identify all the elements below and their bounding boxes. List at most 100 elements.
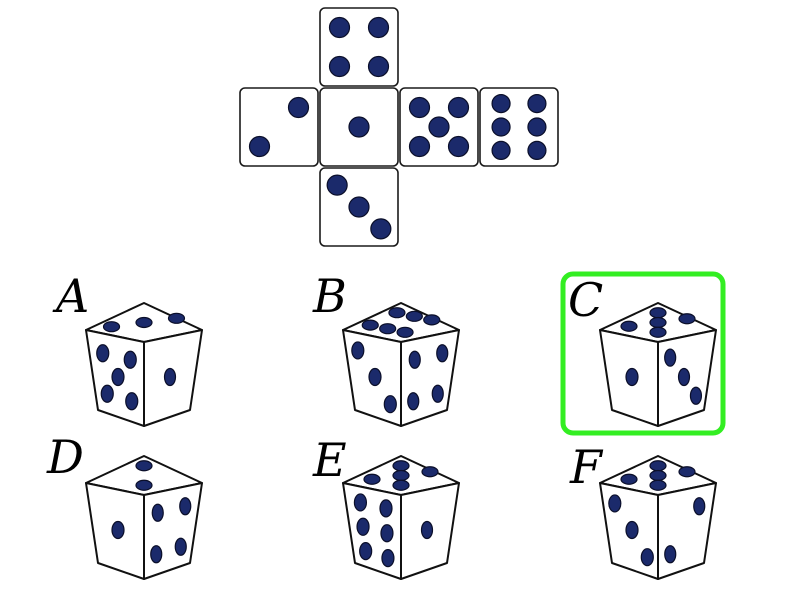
option-f[interactable]: F [569,440,717,580]
left-pip [625,520,639,540]
pip [527,140,547,160]
left-pip [383,395,397,414]
left-pip [379,499,393,518]
net-face-far-right [479,87,559,167]
top-pip [379,323,397,335]
face-outline [319,7,399,87]
pip [491,93,511,114]
right-pip [151,503,164,522]
top-pip [620,473,638,485]
pip [328,55,351,78]
cube-right-face [400,329,460,427]
top-pip [361,319,379,331]
pip [367,55,390,78]
left-pip [353,493,368,512]
left-pip [111,367,125,387]
pip [447,96,470,119]
answer-options: A B C D E F [46,269,726,580]
option-letter: A [52,269,89,323]
top-pip [363,473,381,485]
top-pip [135,460,153,472]
pip [287,96,310,119]
option-b[interactable]: B [312,269,460,427]
top-pip [167,312,186,324]
top-pip [135,479,153,491]
left-pip [100,384,114,403]
face-outline [239,87,319,167]
top-pip [649,479,667,491]
pip [447,135,470,158]
top-pip [405,310,423,322]
top-pip [392,479,410,491]
left-pip [111,520,125,540]
right-pip [174,537,187,556]
pip [328,16,351,39]
option-letter: C [568,273,603,327]
right-pip [408,350,421,369]
top-pip [388,307,406,319]
option-e[interactable]: E [312,433,460,580]
option-d[interactable]: D [46,430,203,580]
pip [527,117,547,137]
pip [408,135,431,158]
pip [367,16,390,39]
top-pip [649,460,667,472]
left-pip [125,392,139,411]
left-pip [359,542,373,561]
option-c[interactable]: C [560,271,726,436]
left-pip [380,524,394,543]
selection-frame [560,271,726,436]
top-pip [649,316,667,329]
left-pip [351,341,365,360]
top-pip [649,469,667,482]
left-pip [96,344,110,363]
option-letter: F [569,440,604,494]
top-pip [678,466,696,478]
dice-net [239,7,559,247]
right-pip [431,384,444,403]
right-pip [693,497,706,516]
net-face-top [319,7,399,87]
right-pip [150,545,163,564]
right-pip [664,348,677,367]
right-pip [420,520,434,540]
left-pip [123,350,137,369]
option-a[interactable]: A [52,269,203,427]
right-pip [407,392,420,411]
net-face-center [319,87,399,167]
right-pip [664,545,677,564]
pip [248,135,271,158]
right-pip [689,386,703,405]
right-pip [677,367,691,387]
net-face-right [399,87,479,167]
top-pip [135,316,153,329]
top-pip [649,326,667,338]
cube-right-face [657,482,717,580]
pip [326,174,348,196]
top-pip [423,314,441,326]
pip [527,93,547,114]
pip [428,116,450,138]
option-letter: E [312,433,347,487]
right-pip [163,367,177,387]
left-pip [381,548,395,568]
pip [491,117,511,137]
option-letter: D [46,430,84,484]
left-pip [608,494,622,513]
top-pip [392,460,410,472]
pip [491,140,511,160]
right-pip [436,344,449,363]
top-pip [102,321,121,333]
left-pip [368,367,382,387]
left-pip [356,517,370,536]
right-pip [179,497,192,516]
net-face-left [239,87,319,167]
left-pip [625,367,639,387]
pip [348,116,370,138]
top-pip [421,466,439,478]
cube-right-face [143,482,203,580]
pip [348,196,370,218]
option-letter: B [312,269,347,323]
top-pip [620,320,638,332]
